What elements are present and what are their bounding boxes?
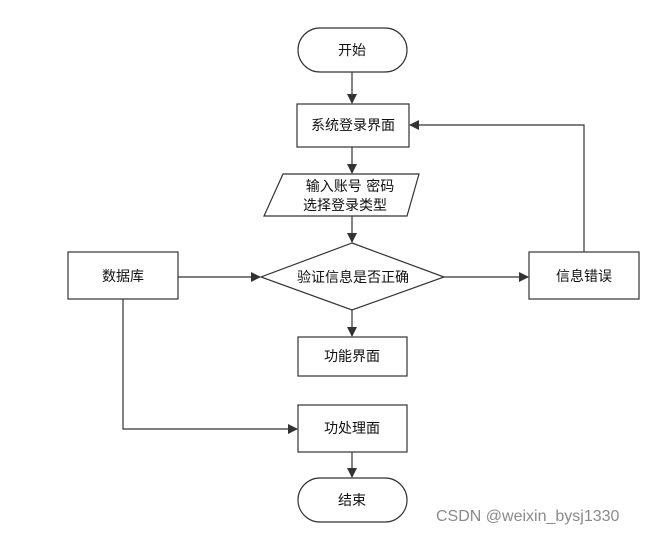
process-page-label: 功处理面 xyxy=(324,421,380,437)
verify-label: 验证信息是否正确 xyxy=(297,269,409,286)
end-node: 结束 xyxy=(297,477,408,523)
process-page-node: 功处理面 xyxy=(297,404,408,453)
start-node: 开始 xyxy=(297,27,408,73)
error-label: 信息错误 xyxy=(556,268,612,285)
arrow-error-to-login xyxy=(409,120,585,252)
end-label: 结束 xyxy=(338,493,366,509)
verify-decision-node: 验证信息是否正确 xyxy=(259,242,446,311)
function-page-label: 功能界面 xyxy=(324,349,380,365)
database-label: 数据库 xyxy=(102,269,144,285)
input-node: 输入账号 密码 选择登录类型 xyxy=(263,173,420,217)
arrow-database-to-process xyxy=(122,299,298,434)
watermark: CSDN @weixin_bysj1330 xyxy=(436,508,620,525)
input-label-line2: 选择登录类型 xyxy=(303,198,387,214)
function-page-node: 功能界面 xyxy=(297,336,408,377)
start-label: 开始 xyxy=(338,43,366,59)
error-node: 信息错误 xyxy=(528,251,640,300)
login-page-node: 系统登录界面 xyxy=(296,103,410,148)
database-node: 数据库 xyxy=(67,251,179,300)
input-label-line1: 输入账号 密码 xyxy=(306,178,394,195)
login-page-label: 系统登录界面 xyxy=(311,118,395,134)
